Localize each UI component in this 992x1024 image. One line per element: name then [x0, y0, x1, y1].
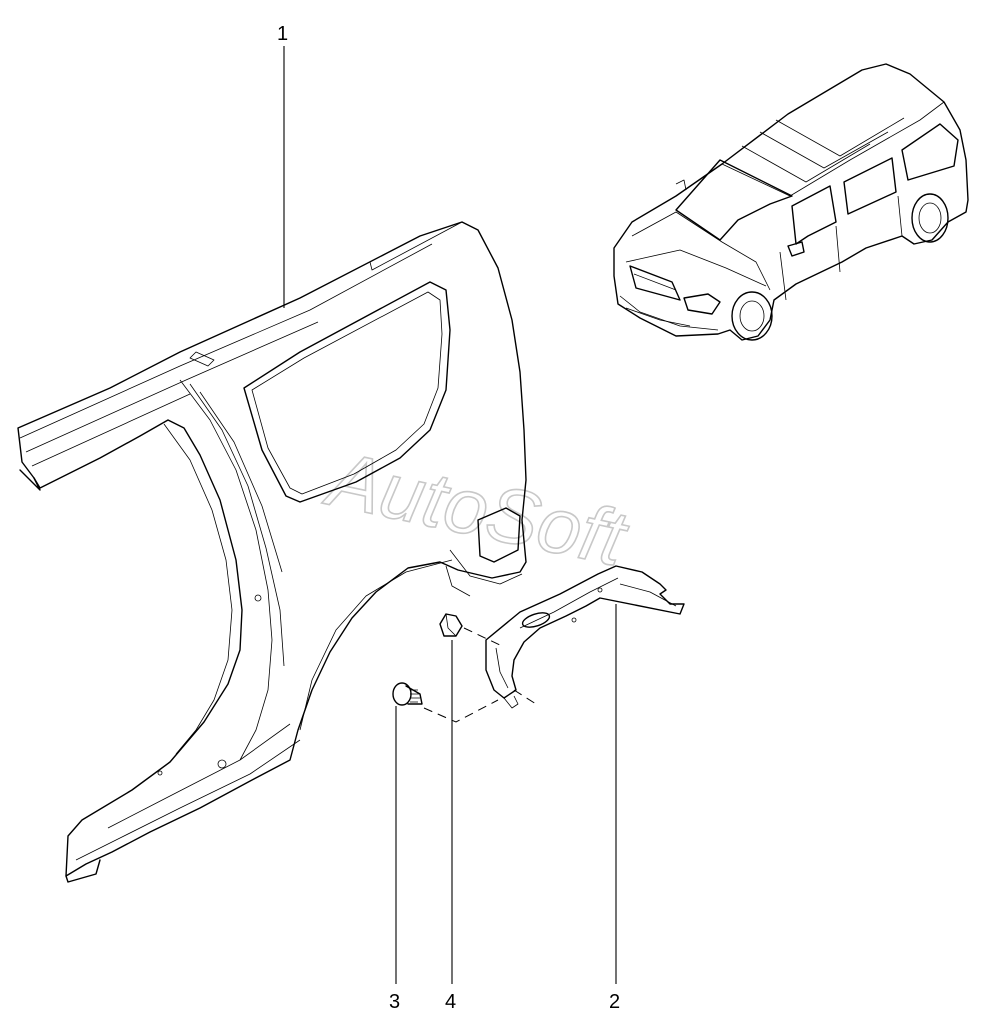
callout-2: 2: [609, 991, 620, 1013]
callout-4: 4: [445, 991, 456, 1013]
clip-part: [439, 613, 463, 637]
assembly-line-bracket: [513, 689, 537, 705]
assembly-line-bolt: [423, 699, 499, 723]
bolt-part: [392, 682, 423, 706]
watermark: AutoSoft: [318, 434, 636, 584]
assembly-line-clip: [463, 627, 503, 647]
inner-bracket-part: [485, 565, 685, 709]
callout-3: 3: [389, 991, 400, 1013]
vehicle-thumbnail: [613, 63, 969, 341]
rear-side-panel-part: [17, 221, 527, 883]
callout-1: 1: [277, 23, 288, 45]
